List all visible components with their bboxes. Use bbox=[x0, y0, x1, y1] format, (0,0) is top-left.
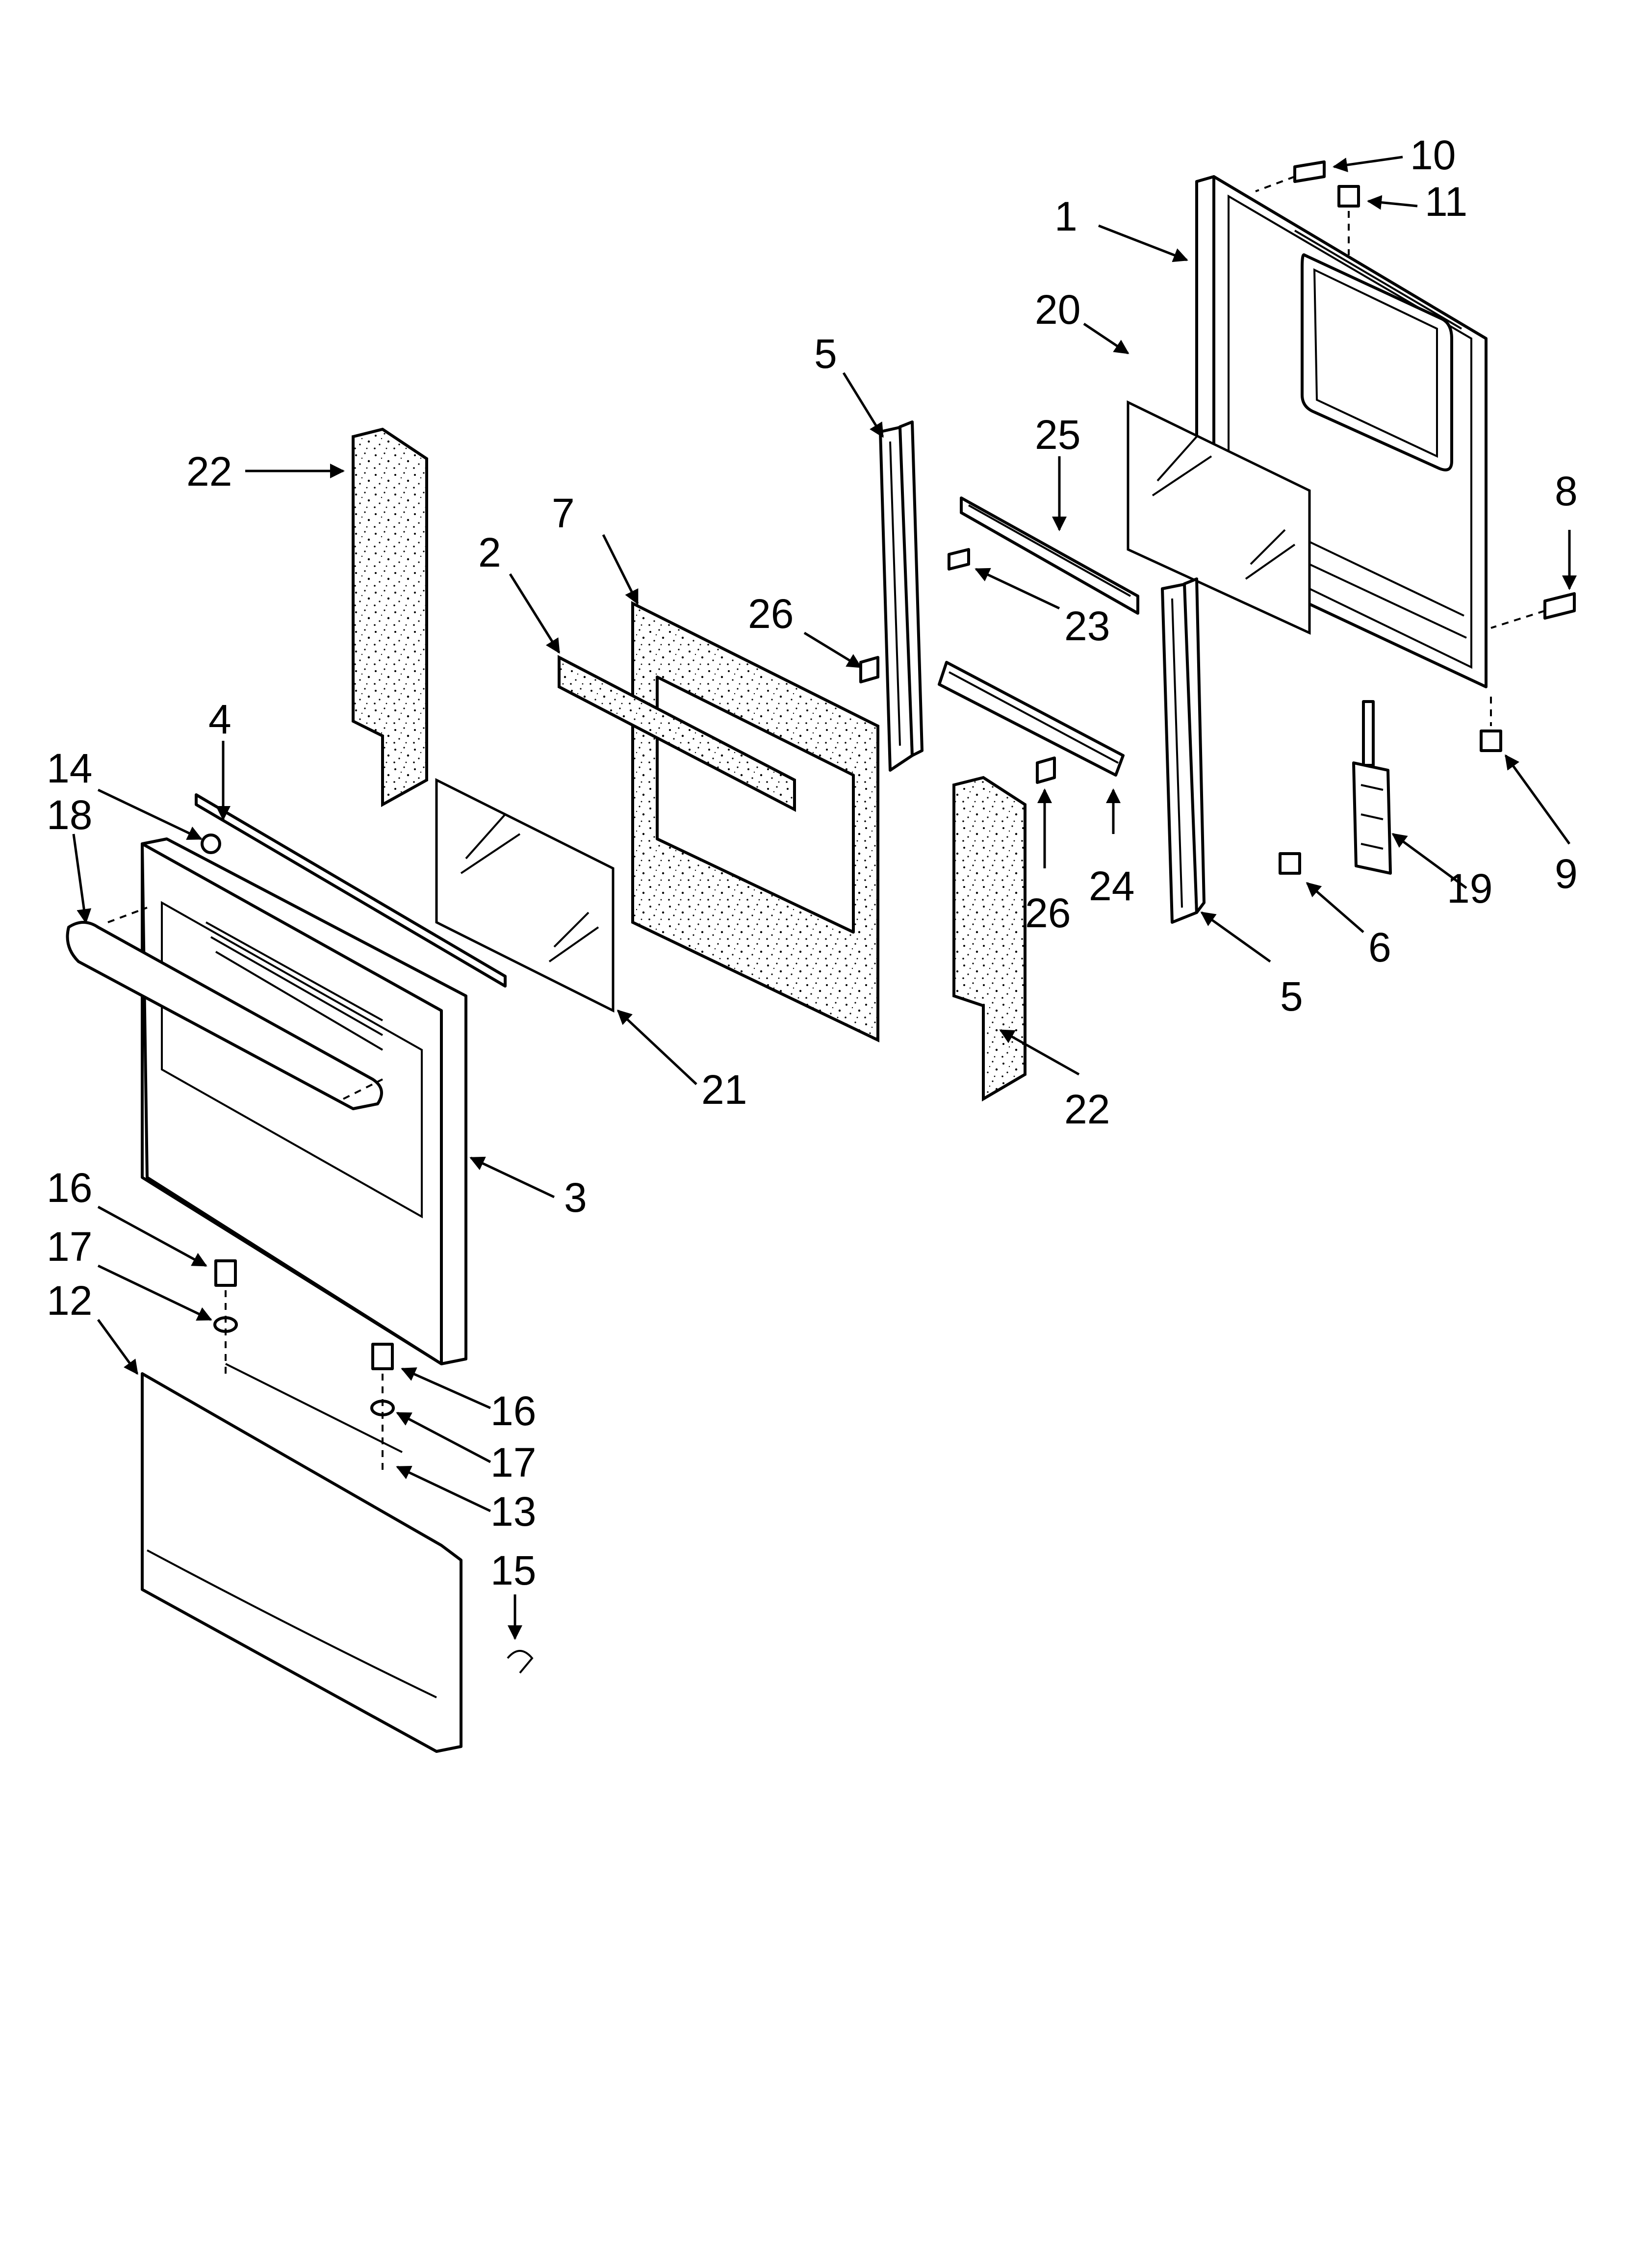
callout-4: 4 bbox=[208, 696, 231, 742]
callout-3: 3 bbox=[564, 1174, 587, 1221]
callout-12: 12 bbox=[47, 1277, 92, 1324]
callout-21: 21 bbox=[701, 1067, 747, 1113]
callout-19: 19 bbox=[1447, 865, 1492, 912]
hardware-screws bbox=[201, 160, 1576, 1674]
drawer-front-12 bbox=[141, 1372, 462, 1753]
callout-7: 7 bbox=[552, 490, 575, 536]
callout-13: 13 bbox=[490, 1488, 536, 1535]
hinge-channel-5-lower bbox=[1161, 577, 1206, 924]
callout-26-lower: 26 bbox=[1025, 890, 1071, 936]
callout-5-upper: 5 bbox=[814, 331, 837, 377]
callout-25: 25 bbox=[1035, 412, 1080, 458]
callout-1: 1 bbox=[1054, 193, 1078, 239]
callout-20: 20 bbox=[1035, 287, 1080, 333]
callout-9: 9 bbox=[1555, 851, 1578, 897]
callout-14: 14 bbox=[47, 745, 92, 791]
drawer-bracket-13 bbox=[225, 1363, 403, 1453]
inner-door-frame bbox=[1195, 175, 1488, 688]
callout-8: 8 bbox=[1555, 468, 1578, 514]
callout-10: 10 bbox=[1410, 132, 1456, 178]
hinge-channel-5-upper bbox=[879, 420, 924, 772]
callout-16-right: 16 bbox=[490, 1388, 536, 1434]
trim-strip-4 bbox=[195, 793, 507, 988]
callout-22-upper: 22 bbox=[186, 448, 232, 495]
insulation-block-22-upper bbox=[352, 427, 428, 808]
callout-17-left: 17 bbox=[47, 1224, 92, 1270]
callout-15: 15 bbox=[490, 1547, 536, 1593]
vent-duct-24 bbox=[938, 661, 1125, 777]
window-glass-20 bbox=[1127, 400, 1311, 635]
callout-18: 18 bbox=[47, 792, 92, 838]
gasket-strip-2 bbox=[558, 655, 796, 812]
callout-22-lower: 22 bbox=[1064, 1086, 1110, 1132]
assembly-lines bbox=[107, 176, 1545, 1472]
callout-5-lower: 5 bbox=[1280, 973, 1303, 1019]
insulation-panel-7 bbox=[631, 601, 879, 1043]
inner-glass-21 bbox=[435, 778, 615, 1013]
door-bracket-25 bbox=[960, 496, 1139, 615]
insulation-block-22-lower bbox=[952, 776, 1026, 1102]
callout-6: 6 bbox=[1368, 924, 1391, 970]
callout-24: 24 bbox=[1089, 863, 1134, 909]
callout-labels: 1 2 3 4 5 5 6 7 8 9 10 11 12 13 14 15 16… bbox=[47, 132, 1578, 1593]
callout-16-left: 16 bbox=[47, 1165, 92, 1211]
outer-door-panel-3 bbox=[141, 837, 467, 1365]
callout-23: 23 bbox=[1064, 603, 1110, 649]
callout-17-right: 17 bbox=[490, 1439, 536, 1486]
callout-26-upper: 26 bbox=[748, 591, 794, 637]
callout-11: 11 bbox=[1425, 179, 1467, 225]
hinge-19 bbox=[1352, 700, 1392, 875]
callout-2: 2 bbox=[478, 529, 501, 575]
leader-lines bbox=[72, 156, 1577, 1640]
